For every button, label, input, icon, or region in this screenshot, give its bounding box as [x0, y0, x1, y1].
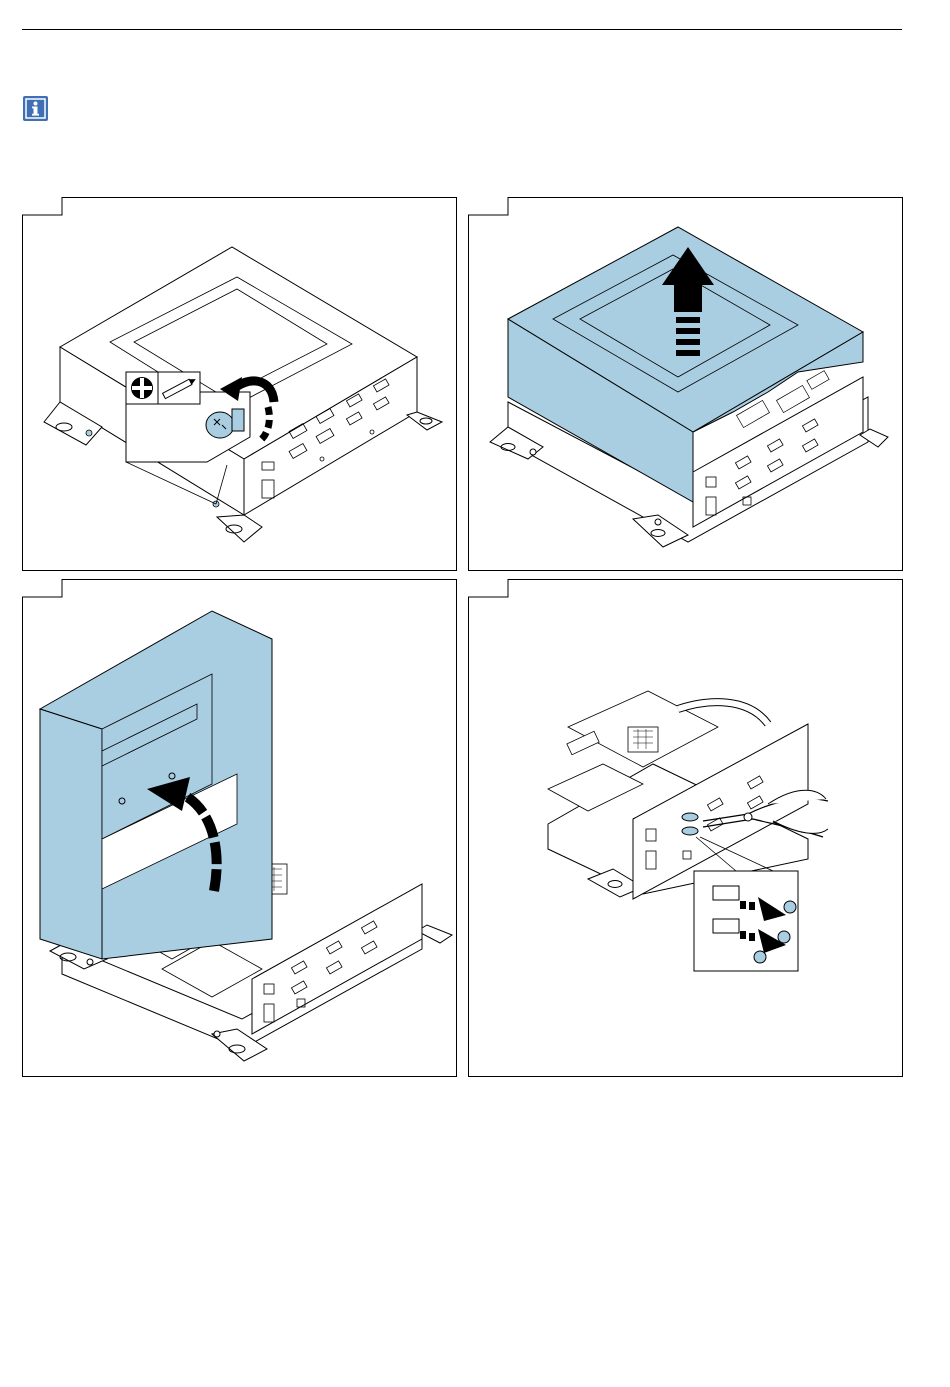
figure-2-lift-cover — [468, 197, 903, 571]
header-rule — [22, 29, 902, 30]
info-icon — [23, 96, 48, 121]
phillips-screwdriver-icon — [126, 372, 200, 404]
nut-removal-drawing — [468, 579, 903, 1077]
cover-open-drawing — [22, 579, 457, 1077]
figure-3-open-cover — [22, 579, 457, 1077]
cover-lift-drawing — [468, 197, 903, 571]
device-housing-drawing — [22, 197, 457, 571]
figure-1-remove-screws — [22, 197, 457, 571]
figure-4-remove-nuts — [468, 579, 903, 1077]
